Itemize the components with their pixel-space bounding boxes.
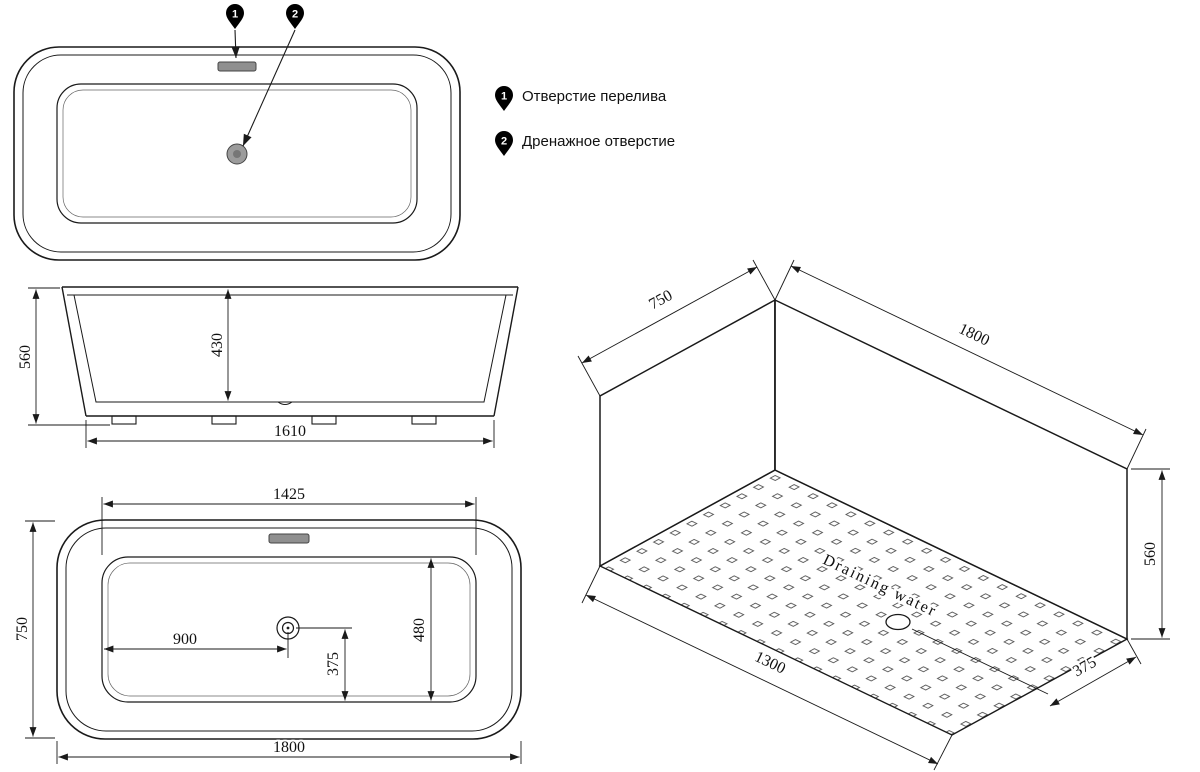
legend-label-overflow: Отверстие перелива: [522, 88, 667, 105]
top-view: 1 2: [13, 4, 461, 261]
tub-outer-edge: [56, 519, 522, 740]
callout-drain-number: 2: [292, 9, 298, 21]
side-view: 560 430 1610: [15, 286, 519, 448]
dim-depth-430: 430: [207, 289, 246, 403]
tub-basin-edge: [56, 83, 418, 224]
foot: [211, 415, 237, 425]
dim-width-750: 750: [12, 520, 55, 739]
callout-drain-pin: 2: [286, 4, 304, 29]
legend-label-drain: Дренажное отверстие: [522, 133, 675, 150]
dim-drain-900: 900: [103, 629, 289, 658]
dim-label-430: 430: [209, 333, 226, 357]
leader-drain: [242, 29, 296, 147]
drain-hole-center: [233, 150, 241, 158]
dim-inner-length-1425: 1425: [101, 484, 477, 555]
dim-length-1800: 1800: [56, 737, 522, 764]
tub-profile-outer: [61, 286, 519, 417]
foot: [111, 415, 137, 425]
iso-view: Draining water 750 1800 1300 560: [577, 259, 1170, 771]
drain-recess: [277, 401, 293, 405]
leader-overflow: [231, 29, 240, 59]
foot: [311, 415, 337, 425]
overflow-slot: [268, 533, 310, 544]
dim-height-560: 560: [15, 287, 110, 426]
legend-item-drain: 2 Дренажное отверстие: [495, 131, 675, 156]
dim-inner-width-480: 480: [409, 556, 448, 703]
legend-number-1: 1: [501, 91, 507, 103]
dim-base-1610: 1610: [85, 420, 495, 448]
tub-profile-inner: [73, 294, 507, 403]
callout-overflow-pin: 1: [226, 4, 244, 29]
iso-drain: [885, 613, 911, 631]
tub-rim-edge: [65, 527, 513, 732]
dim-label-iso-750: 750: [646, 287, 675, 313]
dim-label-375: 375: [325, 652, 342, 676]
dim-label-1425: 1425: [273, 486, 305, 503]
tub-basin-inner-edge: [107, 562, 471, 697]
callout-overflow-number: 1: [232, 9, 238, 21]
dim-label-iso-560: 560: [1142, 542, 1159, 566]
tub-basin-edge: [101, 556, 477, 703]
dim-label-480: 480: [411, 618, 428, 642]
tub-basin-inner-edge: [62, 89, 412, 218]
dim-label-1610: 1610: [274, 423, 306, 440]
dim-label-iso-1800: 1800: [956, 320, 992, 349]
dim-label-560: 560: [17, 345, 34, 369]
overflow-slot: [217, 61, 257, 72]
dim-drain-375: 375: [296, 627, 352, 701]
tub-feet: [111, 415, 437, 425]
dim-label-750: 750: [14, 617, 31, 641]
dim-iso-height-560: 560: [1131, 468, 1170, 640]
foot: [411, 415, 437, 425]
dim-label-1800: 1800: [273, 739, 305, 756]
plan-view: 1425 750 900 375 480 1800: [12, 484, 522, 764]
legend-item-overflow: 1 Отверстие перелива: [495, 86, 667, 111]
legend: 1 Отверстие перелива 2 Дренажное отверст…: [495, 86, 675, 156]
legend-number-2: 2: [501, 136, 507, 148]
dim-label-900: 900: [173, 631, 197, 648]
